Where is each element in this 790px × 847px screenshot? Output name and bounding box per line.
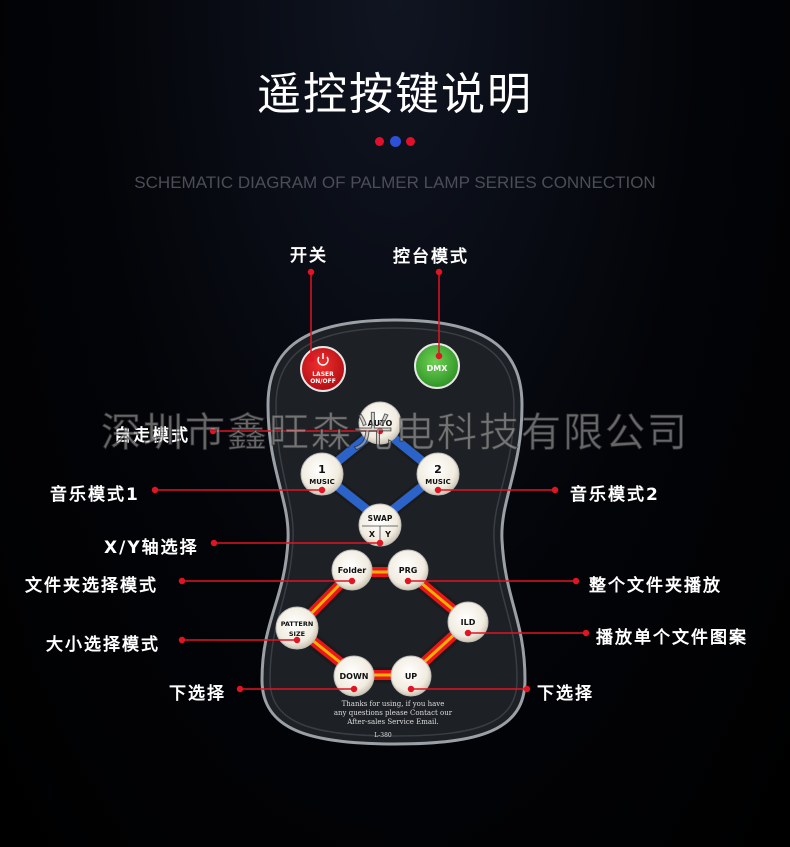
music2-button: 2 MUSIC [416, 452, 460, 496]
up-text: UP [405, 672, 417, 681]
red-dot [375, 137, 384, 146]
swap-button: SWAP X Y [358, 503, 402, 547]
leader-lines [151, 268, 590, 693]
power-text-1: LASER [312, 371, 334, 378]
label-auto-mode: 自走模式 [114, 426, 190, 446]
label-console-mode: 控台模式 [393, 247, 469, 267]
label-music-mode-1: 音乐模式1 [50, 485, 140, 505]
label-xy-select: X/Y轴选择 [104, 538, 199, 558]
label-down-select: 下选择 [169, 684, 226, 704]
thanks-line-2: any questions please Contact our [334, 709, 453, 717]
prg-button: PRG [387, 549, 429, 591]
watermark: 深圳市鑫旺森光电科技有限公司 [101, 410, 689, 457]
down-button: DOWN [333, 655, 375, 697]
folder-text: Folder [338, 566, 367, 575]
pattern-size-button: PATTERN SIZE [275, 606, 319, 650]
ild-text: ILD [461, 618, 476, 627]
remote-inner-edge [269, 327, 518, 737]
dmx-button: DMX [414, 343, 460, 389]
music1-number: 1 [318, 463, 326, 476]
power-button: LASER ON/OFF [300, 346, 346, 392]
power-icon [317, 353, 329, 366]
swap-x-text: X [369, 530, 376, 539]
dmx-text: DMX [427, 364, 449, 373]
auto-text: AUTO [368, 419, 393, 428]
label-play-single: 播放单个文件图案 [596, 628, 748, 648]
pattern-text: PATTERN [281, 620, 314, 628]
up-button: UP [390, 655, 432, 697]
page-title: 遥控按键说明 [257, 69, 533, 120]
down-text: DOWN [340, 672, 369, 681]
label-size-select: 大小选择模式 [46, 635, 160, 655]
prg-text: PRG [399, 566, 418, 575]
label-power: 开关 [290, 246, 328, 266]
page-subtitle: SCHEMATIC DIAGRAM OF PALMER LAMP SERIES … [134, 173, 656, 192]
folder-button: Folder [331, 549, 373, 591]
model-text: L-380 [374, 732, 392, 739]
thanks-line-1: Thanks for using, if you have [342, 700, 445, 708]
music1-button: 1 MUSIC [300, 452, 344, 496]
decorative-dots [375, 136, 415, 147]
swap-text: SWAP [368, 514, 393, 523]
auto-button: AUTO [358, 401, 402, 445]
music1-text: MUSIC [309, 478, 334, 486]
swap-y-text: Y [384, 530, 391, 539]
label-play-folder: 整个文件夹播放 [589, 576, 722, 596]
label-up-select: 下选择 [537, 684, 594, 704]
red-dot [406, 137, 415, 146]
ild-button: ILD [447, 601, 489, 643]
music2-text: MUSIC [425, 478, 450, 486]
power-text-2: ON/OFF [310, 378, 336, 385]
size-text: SIZE [289, 630, 305, 638]
thanks-line-3: After-sales Service Email. [346, 718, 439, 726]
music2-number: 2 [434, 463, 442, 476]
label-music-mode-2: 音乐模式2 [570, 485, 660, 505]
blue-dot [390, 136, 401, 147]
label-folder-select: 文件夹选择模式 [25, 576, 158, 596]
